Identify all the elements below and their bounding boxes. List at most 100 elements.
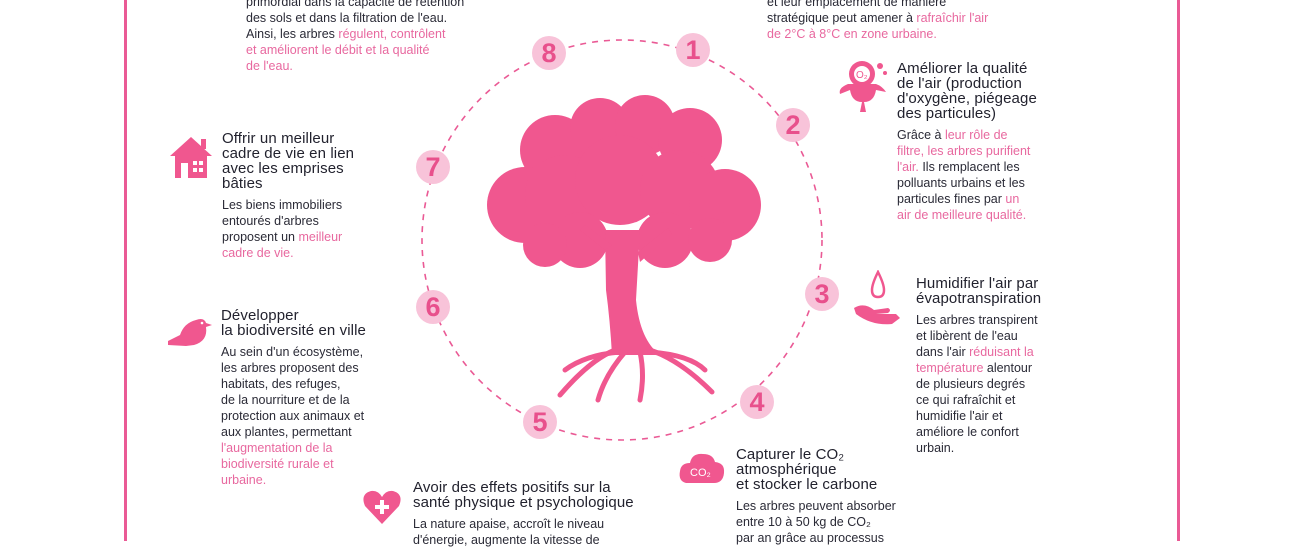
description-line: urbaine. <box>221 472 366 488</box>
description-line: polluants urbains et les <box>897 175 1037 191</box>
description-line: ce qui rafraîchit et <box>916 392 1041 408</box>
svg-text:CO₂: CO₂ <box>690 467 711 479</box>
text: aux plantes, permettant <box>221 425 352 439</box>
text: alentour <box>983 361 1033 375</box>
left-border <box>124 0 127 541</box>
text: ce qui rafraîchit et <box>916 393 1016 407</box>
description-line: La nature apaise, accroît le niveau <box>413 516 634 532</box>
description-line: dans l'air réduisant la <box>916 344 1041 360</box>
house-icon <box>170 137 212 178</box>
highlight-text: l'air. <box>897 160 919 174</box>
description-line: Grâce à leur rôle de <box>897 127 1037 143</box>
step-number-2: 2 <box>776 108 810 142</box>
text: Les biens immobiliers <box>222 198 343 212</box>
text: de la nourriture et de la <box>221 393 350 407</box>
title-line: Développer <box>221 307 299 324</box>
title-line: de l'air (production <box>897 75 1022 92</box>
highlight-text: l'augmentation de la <box>221 441 333 455</box>
description-line: de plusieurs degrés <box>916 376 1041 392</box>
step-number-8: 8 <box>532 36 566 70</box>
title-line: et stocker le carbone <box>736 476 878 493</box>
text: habitats, des refuges, <box>221 377 341 391</box>
highlight-text: de 2°C à 8°C en zone urbaine. <box>767 27 937 41</box>
highlight-text: urbaine. <box>221 473 267 487</box>
text: primordial dans la capacité de rétention <box>246 0 465 9</box>
highlight-text: régulent, contrôlent <box>338 27 446 41</box>
description-line: l'air. Ils remplacent les <box>897 159 1037 175</box>
bird-icon <box>168 319 212 346</box>
text: Grâce à <box>897 128 945 142</box>
text: Au sein d'un écosystème, <box>221 345 364 359</box>
highlight-text: un <box>1005 192 1020 206</box>
benefit-description: Au sein d'un écosystème,les arbres propo… <box>221 344 366 488</box>
text: par an grâce au processus <box>736 531 885 545</box>
step-number-7: 7 <box>416 150 450 184</box>
step-number-6: 6 <box>416 290 450 324</box>
description-line: cadre de vie. <box>222 245 354 261</box>
title-line: Capturer le CO₂ <box>736 446 845 463</box>
description-line: l'augmentation de la <box>221 440 366 456</box>
highlight-text: air de meilleure qualité. <box>897 208 1027 222</box>
text: protection aux animaux et <box>221 409 365 423</box>
description-line: de l'eau. <box>246 58 464 74</box>
co2-cloud-icon: CO₂ <box>679 453 725 483</box>
title-line: Avoir des effets positifs sur la <box>413 479 611 496</box>
benefit-description: Les arbres peuvent absorber entre 10 à 50… <box>736 498 896 546</box>
water-drop-hand-icon <box>854 270 900 325</box>
title-line: cadre de vie en lien <box>222 145 355 162</box>
oxygen-tree-icon: O₂ <box>839 61 887 112</box>
title-line: évapotranspiration <box>916 290 1042 307</box>
description-line: par an grâce au processus <box>736 530 896 546</box>
description-line: air de meilleure qualité. <box>897 207 1037 223</box>
description-line: entre 10 à 50 kg de CO₂ <box>736 514 896 530</box>
description-line: Les arbres peuvent absorber <box>736 498 896 514</box>
text: Les arbres peuvent absorber <box>736 499 896 513</box>
step-number-3: 3 <box>805 277 839 311</box>
description-line: particules fines par un <box>897 191 1037 207</box>
description-line: les arbres proposent des <box>221 360 366 376</box>
text: dans l'air <box>916 345 970 359</box>
description-line: et améliorent le débit et la qualité <box>246 42 464 58</box>
highlight-text: température <box>916 361 984 375</box>
description-line: Les biens immobiliers <box>222 197 354 213</box>
text: Les arbres transpirent <box>916 313 1038 327</box>
description-line: température alentour <box>916 360 1041 376</box>
title-line: Améliorer la qualité <box>897 60 1028 77</box>
right-border <box>1177 0 1180 541</box>
svg-text:O₂: O₂ <box>856 70 868 81</box>
description-line: Ainsi, les arbres régulent, contrôlent <box>246 26 464 42</box>
description-line: d'énergie, augmente la vitesse de <box>413 532 634 548</box>
text: Ainsi, les arbres <box>246 27 339 41</box>
description-line: Au sein d'un écosystème, <box>221 344 366 360</box>
title-line: bâties <box>222 175 263 192</box>
text: La nature apaise, accroît le niveau <box>413 517 605 531</box>
text: Ils remplacent les <box>918 160 1020 174</box>
step-number-5: 5 <box>523 405 557 439</box>
highlight-text: réduisant la <box>969 345 1034 359</box>
description-line: protection aux animaux et <box>221 408 366 424</box>
description-line: aux plantes, permettant <box>221 424 366 440</box>
description-line: de 2°C à 8°C en zone urbaine. <box>767 26 988 42</box>
description-line: améliore le confort <box>916 424 1041 440</box>
text: entre 10 à 50 kg de CO₂ <box>736 515 871 529</box>
title-line: avec les emprises <box>222 160 344 177</box>
dashed-ring <box>421 39 823 441</box>
text: des sols et dans la filtration de l'eau. <box>246 11 448 25</box>
highlight-text: biodiversité rurale et <box>221 457 334 471</box>
text: entourés d'arbres <box>222 214 319 228</box>
text: proposent un <box>222 230 299 244</box>
